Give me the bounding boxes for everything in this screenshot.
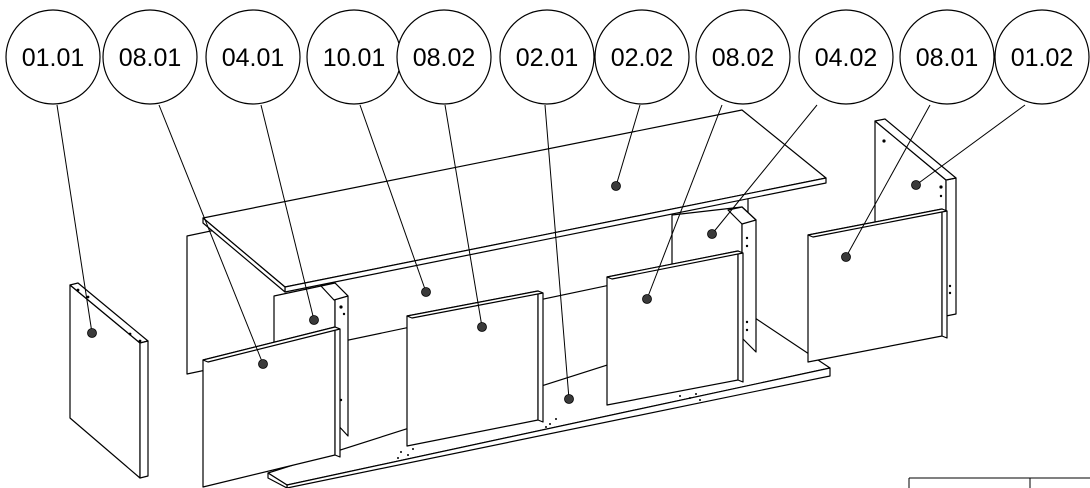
leader-line [646,104,723,300]
callout-circle [396,9,492,105]
callout-bubble: 04.02 [798,9,894,105]
part-marker [841,252,851,262]
part-marker [642,294,652,304]
callout-label: 08.02 [413,44,476,72]
leader-line [915,104,1026,186]
leader-line [444,104,483,328]
part-marker [611,181,621,191]
part-marker [309,315,319,325]
callout-circle [994,9,1090,105]
callout-circle [798,9,894,105]
callout-bubble: 02.02 [594,9,690,105]
callout-label: 10.01 [323,44,386,72]
part-marker [87,328,97,338]
callout-bubble: 08.01 [899,9,995,105]
leader-line [544,104,570,400]
part-marker [911,180,921,190]
callout-bubble: 10.01 [306,9,402,105]
callout-bubbles: 01.01 08.01 04.01 10.01 08.02 02.01 02.0… [5,9,1090,105]
leader-lines [56,104,1026,400]
leader-line [615,104,641,187]
leader-line [359,104,427,293]
callout-label: 04.01 [222,44,285,72]
title-block-table [908,477,1090,488]
callout-bubble: 08.01 [102,9,198,105]
part-marker [707,229,717,239]
callout-label: 01.01 [22,44,85,72]
callout-circle [695,9,791,105]
callout-circle [499,9,595,105]
side-panel-left [69,282,149,479]
part-marker [258,359,268,369]
leader-line [56,104,93,334]
callout-bubble: 08.02 [396,9,492,105]
bottom-panel [267,317,831,488]
callout-circle [205,9,301,105]
leader-line [845,104,931,258]
callout-circle [5,9,101,105]
callout-bubble: 02.01 [499,9,595,105]
door-left [202,326,341,488]
callout-bubble: 08.02 [695,9,791,105]
part-marker [477,322,487,332]
callout-label: 08.01 [916,44,979,72]
callout-bubble: 01.01 [5,9,101,105]
callout-bubble: 04.01 [205,9,301,105]
leader-line [158,104,264,365]
callout-label: 08.02 [712,44,775,72]
callout-circle [594,9,690,105]
callout-label: 08.01 [119,44,182,72]
callout-circle [899,9,995,105]
door-middle-right [606,250,744,406]
callout-bubble: 01.02 [994,9,1090,105]
callout-label: 04.02 [815,44,878,72]
leader-line [711,104,818,235]
callout-label: 02.01 [516,44,579,72]
callout-label: 02.02 [611,44,674,72]
callout-circle [102,9,198,105]
part-marker [564,394,574,404]
leader-line [260,104,315,321]
callout-label: 01.02 [1011,44,1074,72]
part-marker [421,287,431,297]
leader-dots [87,180,921,404]
door-right [807,208,948,363]
door-middle-left [406,290,544,447]
